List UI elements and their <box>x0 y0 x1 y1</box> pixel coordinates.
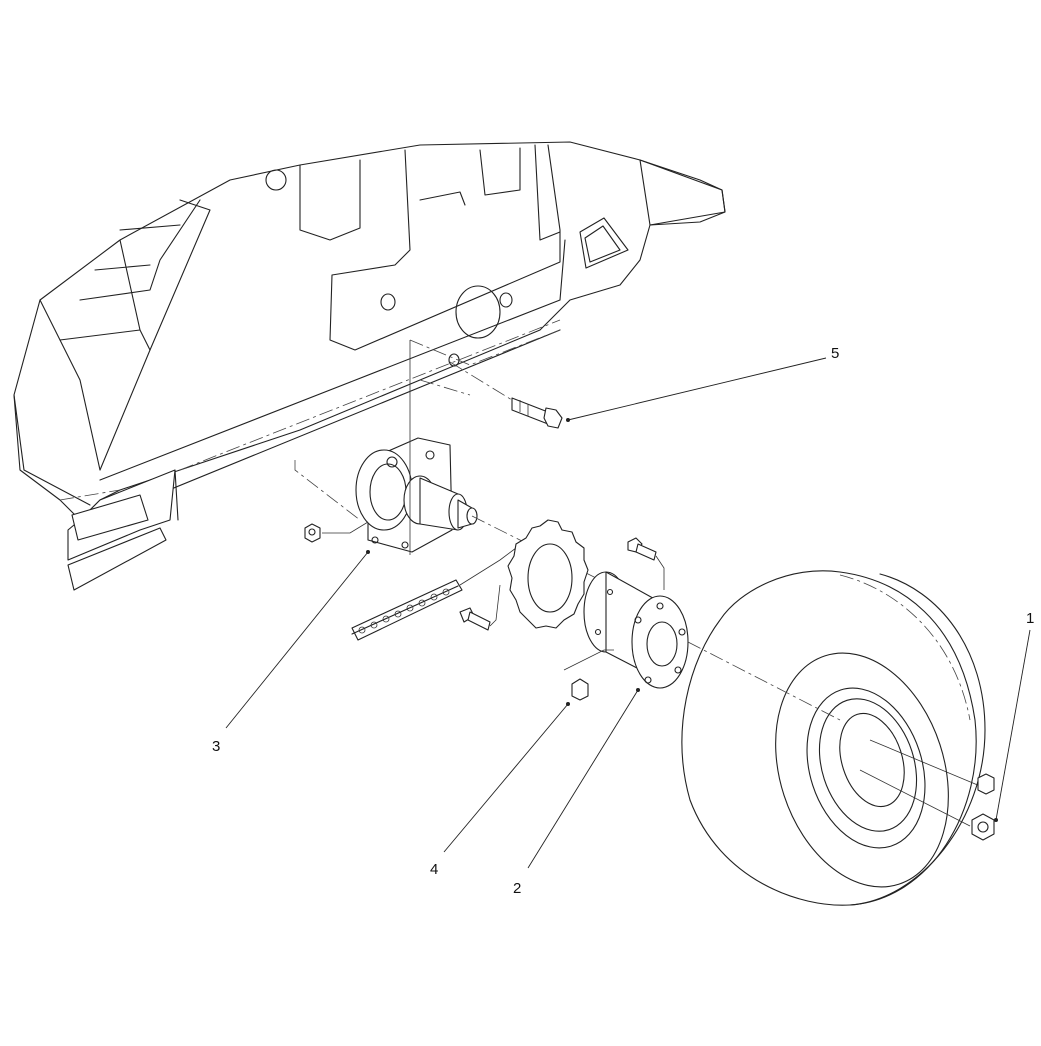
hub-bolt-top <box>627 537 665 590</box>
bolt-part-5 <box>449 361 563 429</box>
drive-chain <box>351 544 521 641</box>
bearing-housing <box>355 340 641 601</box>
chassis-frame <box>13 141 726 591</box>
callout-leaders <box>225 357 1031 869</box>
callout-3: 3 <box>212 738 220 755</box>
sprocket <box>507 519 589 629</box>
callout-5: 5 <box>831 345 839 362</box>
wheel-nuts <box>971 773 995 841</box>
wheel-hub <box>583 571 689 689</box>
nut-small-left <box>304 521 369 543</box>
callout-1: 1 <box>1026 610 1034 627</box>
hub-bolt-left <box>459 584 501 631</box>
callout-4: 4 <box>430 861 438 878</box>
nut-part-4 <box>563 649 614 701</box>
wheel-tire <box>681 570 986 906</box>
callout-2: 2 <box>513 880 521 897</box>
